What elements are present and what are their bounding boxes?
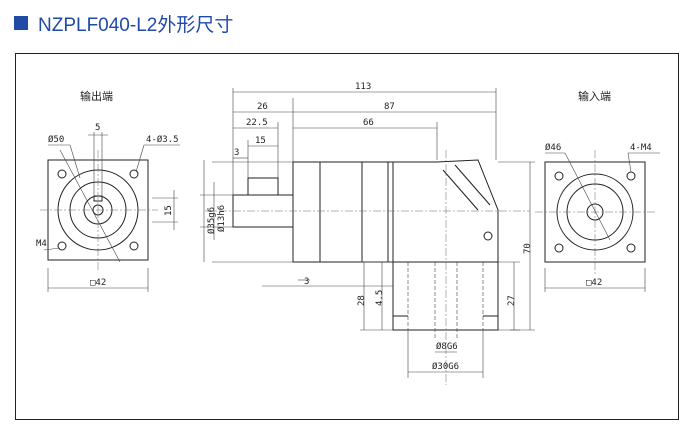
output-key xyxy=(247,177,279,196)
input-dim-phi46: Ø46 xyxy=(545,142,561,153)
input-hole-br xyxy=(626,243,636,253)
dim-26: 26 xyxy=(257,102,268,112)
output-view-label: 输出端 xyxy=(80,89,113,103)
dim-3-top: 3 xyxy=(234,148,239,158)
dim-66: 66 xyxy=(363,118,374,128)
dim-4-5: 4.5 xyxy=(375,290,385,306)
input-hole-tr xyxy=(626,171,636,181)
output-hole-tl xyxy=(57,169,67,179)
gearbox-body xyxy=(292,161,394,263)
dim-phi8G6: Ø8G6 xyxy=(436,341,458,352)
input-hole-tl xyxy=(554,171,564,181)
input-hole-bl xyxy=(554,243,564,253)
input-dim-sq42: □42 xyxy=(586,278,602,288)
dim-28: 28 xyxy=(357,295,367,306)
output-end-view: 输出端 □42 5 Ø50 4-Ø3.5 M4 xyxy=(36,89,180,292)
dim-15-top: 15 xyxy=(255,136,266,146)
title-marker xyxy=(14,16,28,30)
output-dim-phi50: Ø50 xyxy=(48,134,64,145)
page-title: NZPLF040-L2外形尺寸 xyxy=(38,14,234,36)
dim-phi35g6: Ø35g6 xyxy=(206,207,217,234)
output-dim-15: 15 xyxy=(164,205,174,216)
housing-plug xyxy=(483,231,493,241)
input-view-label: 输入端 xyxy=(578,89,611,103)
dim-113: 113 xyxy=(355,82,371,92)
output-dim-sq42: □42 xyxy=(90,278,106,288)
output-hole-br xyxy=(129,241,139,251)
output-dim-m4: M4 xyxy=(36,239,47,249)
dim-22-5: 22.5 xyxy=(246,118,268,128)
dim-phi13h6: Ø13h6 xyxy=(216,205,227,232)
input-flange xyxy=(392,261,499,331)
dim-3-bottom: 3 xyxy=(304,277,309,287)
section-header: NZPLF040-L2外形尺寸 xyxy=(14,10,233,36)
drawing-frame xyxy=(15,53,679,420)
output-hole-bl xyxy=(57,241,67,251)
dim-87: 87 xyxy=(384,102,395,112)
output-dim-5: 5 xyxy=(95,123,100,133)
dim-phi30G6: Ø30G6 xyxy=(432,361,459,372)
output-hole-tr xyxy=(129,169,139,179)
dim-70: 70 xyxy=(523,243,533,254)
side-view: 113 26 87 22.5 66 15 3 xyxy=(200,82,535,385)
input-end-view: 输入端 □42 Ø46 4-M4 xyxy=(535,89,660,292)
dim-27: 27 xyxy=(507,295,517,306)
input-dim-holes: 4-M4 xyxy=(630,143,652,153)
output-dim-holes: 4-Ø3.5 xyxy=(146,134,179,145)
